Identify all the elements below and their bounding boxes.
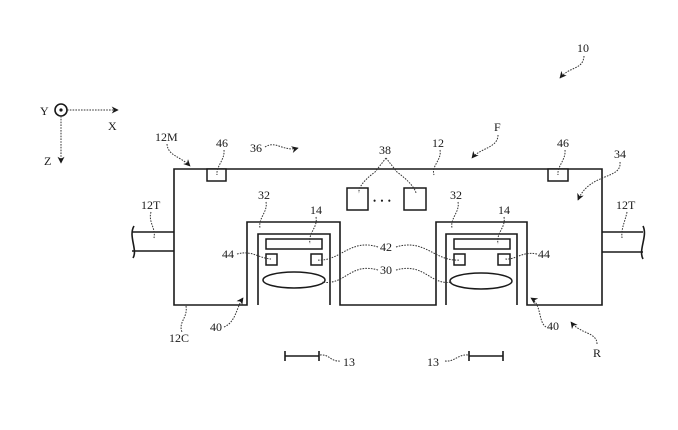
label-R: R	[593, 346, 601, 360]
sensor-44-left	[265, 253, 278, 266]
label-40-right: 40	[547, 319, 559, 333]
label-12M: 12M	[155, 130, 178, 144]
leader-32-left	[259, 201, 267, 229]
component-38-right	[403, 187, 427, 211]
leader-12C	[180, 305, 187, 333]
leader-38	[358, 157, 417, 194]
distance-marker-right	[444, 351, 504, 362]
label-44-left: 44	[222, 247, 234, 261]
components-ellipsis: • • •	[373, 196, 392, 206]
pocket-right-inner	[445, 233, 518, 305]
leader-F	[471, 134, 499, 159]
label-13-right: 13	[427, 355, 439, 369]
label-44-right: 44	[538, 247, 550, 261]
pocket-left-inner	[257, 233, 331, 305]
label-46-right: 46	[557, 136, 569, 150]
leader-42-right	[395, 244, 461, 261]
leader-12T-left	[149, 211, 155, 239]
leader-12T-right	[621, 211, 628, 239]
leader-14-right	[497, 216, 505, 245]
leader-10	[559, 55, 585, 79]
x-axis-label: X	[108, 119, 117, 133]
leader-14-left	[309, 216, 317, 245]
leader-30-right	[395, 267, 453, 283]
y-axis-dot	[59, 108, 63, 112]
label-12: 12	[432, 136, 444, 150]
label-38: 38	[379, 143, 391, 157]
distance-marker-left	[284, 351, 342, 362]
display-14-left	[265, 238, 323, 250]
label-13-left: 13	[343, 355, 355, 369]
housing-outline	[173, 168, 603, 306]
leader-R	[570, 321, 598, 345]
label-40-left: 40	[210, 320, 222, 334]
leader-12M	[166, 143, 191, 167]
leader-12	[432, 149, 441, 176]
label-12T-right: 12T	[616, 198, 636, 212]
label-32-right: 32	[450, 188, 462, 202]
label-30: 30	[380, 263, 392, 277]
leader-30-left	[321, 267, 379, 283]
sensor-44-right	[497, 253, 511, 266]
label-34: 34	[614, 147, 626, 161]
sensor-42-left	[310, 253, 323, 266]
label-10: 10	[577, 41, 589, 55]
lens-30-right	[449, 272, 513, 290]
tab-right	[602, 225, 646, 260]
sensor-42-right	[453, 253, 466, 266]
leader-42-left	[316, 244, 379, 261]
label-14-right: 14	[498, 203, 510, 217]
leader-44-left	[236, 252, 272, 260]
display-14-right	[453, 238, 511, 250]
label-42: 42	[380, 240, 392, 254]
leader-34	[577, 161, 621, 201]
label-12T-left: 12T	[141, 198, 161, 212]
y-axis-label: Y	[40, 104, 49, 118]
label-12C: 12C	[169, 331, 189, 345]
leader-36	[264, 144, 299, 154]
label-36: 36	[250, 141, 262, 155]
coordinate-axes: Y X Z	[40, 103, 119, 168]
z-axis-label: Z	[44, 154, 51, 168]
label-F: F	[494, 120, 501, 134]
leader-40-left	[223, 297, 244, 328]
leader-44-right	[504, 252, 538, 260]
component-38-left	[346, 187, 369, 211]
label-14-left: 14	[310, 203, 322, 217]
lens-30-left	[262, 271, 326, 289]
label-32-left: 32	[258, 188, 270, 202]
leader-40-right	[530, 297, 547, 328]
leader-32-right	[451, 201, 459, 229]
label-46-left: 46	[216, 136, 228, 150]
tab-left	[131, 225, 174, 259]
